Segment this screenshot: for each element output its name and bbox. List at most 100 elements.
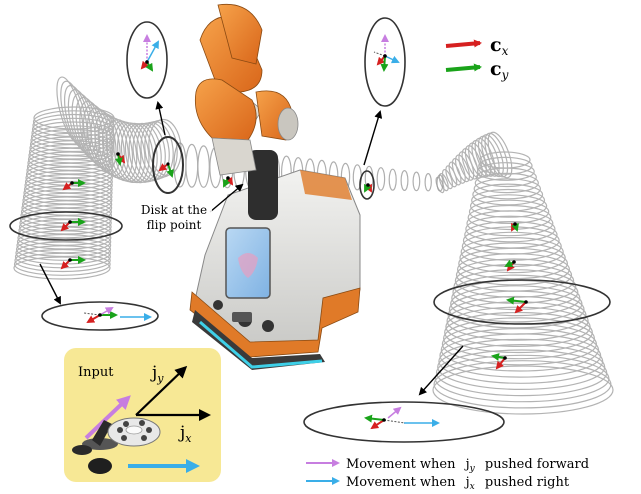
spring-ring [448,290,585,329]
spring-ring [473,178,541,200]
spring-ring [436,174,444,192]
disk-label-line1: Disk at the [141,203,207,217]
disk-label-line2: flip point [147,218,202,232]
spring-ring [461,148,479,180]
spring-ring [30,125,115,149]
pointer-arrow-bottom-left [39,263,61,305]
spring-ring [465,215,556,243]
svg-text:Movement when jy p: Movement when jy pushed forward [346,457,589,475]
jy-subscript: y [156,372,164,385]
flip-point-annotation: Disk at the flip point [136,200,212,232]
pointer-arrow-top-right [363,110,383,166]
cy-legend-subscript: y [501,68,509,82]
cx-legend-label: c [490,34,502,56]
spring-ring [459,242,566,274]
spring-ring [458,151,475,181]
zoom-ellipse-top-right [364,17,406,107]
legend-row2-j: j [464,475,470,490]
frame-origin-dot [512,260,516,264]
legend-row1-j: j [464,457,470,472]
spring-ring [132,122,166,182]
frame-origin-dot [68,258,72,262]
spring-ring [197,145,210,188]
spring-ring [478,156,533,175]
zoom-ellipse-bottom-right [303,279,611,443]
spring-ring [185,143,199,188]
spring-ring [453,269,577,304]
spring-ring [71,93,101,159]
tube-frame-glyphs [60,152,528,370]
spring-ring [474,137,496,177]
flip-disk-right-small [359,170,375,200]
spring-ring [466,210,554,237]
spring-ring [400,170,409,192]
svg-text:jx: jx [178,423,192,445]
cx-legend-subscript: x [502,44,509,58]
svg-text:jy: jy [150,363,164,385]
spring-ring [432,365,614,415]
spring-ring [124,123,158,183]
frame-origin-dot [524,300,528,304]
legend-row2-prefix: Movement when [346,475,456,490]
joystick-icon [72,417,161,474]
spring-ring [412,171,421,192]
spring-ring [424,172,432,192]
spring-ring [470,194,548,218]
pointer-arrow-bottom-right [418,345,464,396]
jy-label: j [150,363,157,383]
spring-ring [438,172,449,192]
jx-label: j [178,423,185,443]
cx-axis-arrow [60,221,71,232]
robot-arm-icon [189,3,361,370]
cy-axis-arrow [506,296,527,305]
spring-ring [472,183,544,206]
spring-ring [450,285,583,323]
spring-ring [458,247,568,280]
svg-text:Movement when jx p: Movement when jx pushed right [346,475,570,493]
spring-ring [464,221,558,249]
cy-legend-label: c [490,58,502,80]
spring-ring [75,96,105,163]
spring-ring [128,122,162,183]
frame-origin-dot [70,181,74,185]
spring-ring [454,154,471,183]
spring-ring [376,167,386,191]
spring-ring [457,253,571,286]
cx-axis-arrow [495,357,506,370]
right-spring-tube [432,131,614,415]
zoom-ellipse-bottom-left [9,211,159,331]
movement-legend: Movement when jy pushed forward Movement… [306,457,589,493]
svg-text:cy: cy [490,58,509,82]
flip-point-disk [152,136,184,194]
spring-ring [477,162,535,181]
cx-axis-arrow [514,301,527,314]
jy-axis-arrow [135,365,188,416]
frame-legend: cx cy [445,34,509,82]
forward-movement-arrow [84,395,131,440]
spring-ring [475,167,537,188]
frame-origin-dot [68,220,72,224]
spring-ring [467,204,552,231]
spring-ring [434,354,610,403]
spring-ring [433,360,612,409]
cx-axis-arrow [60,259,71,270]
legend-row2-sub: x [470,482,475,492]
cx-legend-arrow [445,39,482,48]
frame-origin-dot [116,152,120,156]
spring-ring [441,169,454,190]
frame-origin-dot [226,176,230,180]
input-panel: Input jy jx [64,348,221,482]
frame-origin-dot [503,356,507,360]
input-title: Input [78,365,114,380]
legend-row1-sub: y [469,464,476,474]
spring-ring [474,172,539,194]
spring-ring [388,168,397,191]
cy-legend-arrow [445,63,482,72]
zoom-ellipse-top-left [126,21,168,99]
spring-ring [468,199,550,224]
spring-ring [451,157,466,184]
spring-ring [448,161,462,186]
frame-origin-dot [513,222,517,226]
cy-axis-arrow [491,353,506,361]
